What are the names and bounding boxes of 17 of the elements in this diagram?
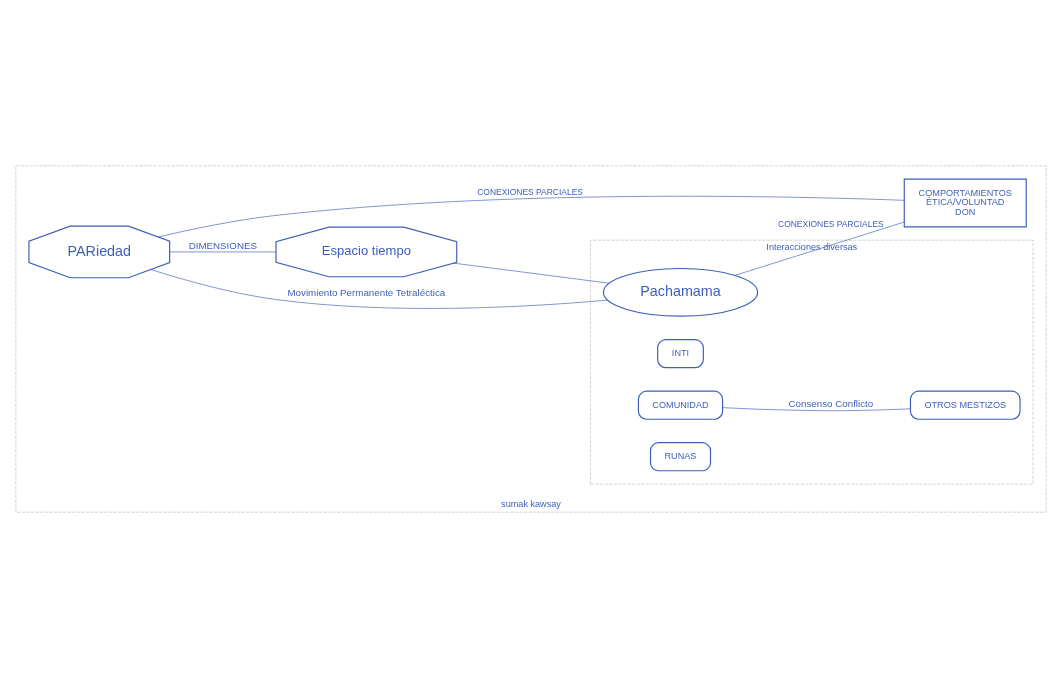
edge-label: CONEXIONES PARCIALES — [778, 219, 884, 230]
node-box: COMUNIDAD — [637, 390, 724, 420]
node-box: RUNAS — [649, 442, 712, 472]
node-box: OTROS MESTIZOS — [909, 390, 1021, 420]
node-box: COMPORTAMIENTOS ÉTICA/VOLUNTAD DON — [903, 178, 1027, 228]
edge-label: Movimiento Permanente Tetraléctica — [287, 287, 446, 299]
connector — [157, 195, 905, 238]
edge-label: CONEXIONES PARCIALES — [477, 187, 583, 198]
node-box: INTI — [657, 339, 704, 369]
edge-label: Consenso Conflicto — [788, 397, 874, 409]
edge-label: DIMENSIONES — [188, 239, 258, 251]
node-ellipse: Pachamama — [602, 267, 759, 317]
connector — [150, 269, 608, 309]
connector — [453, 262, 610, 284]
connector — [734, 221, 905, 276]
connector — [722, 407, 911, 412]
connector — [169, 251, 277, 253]
